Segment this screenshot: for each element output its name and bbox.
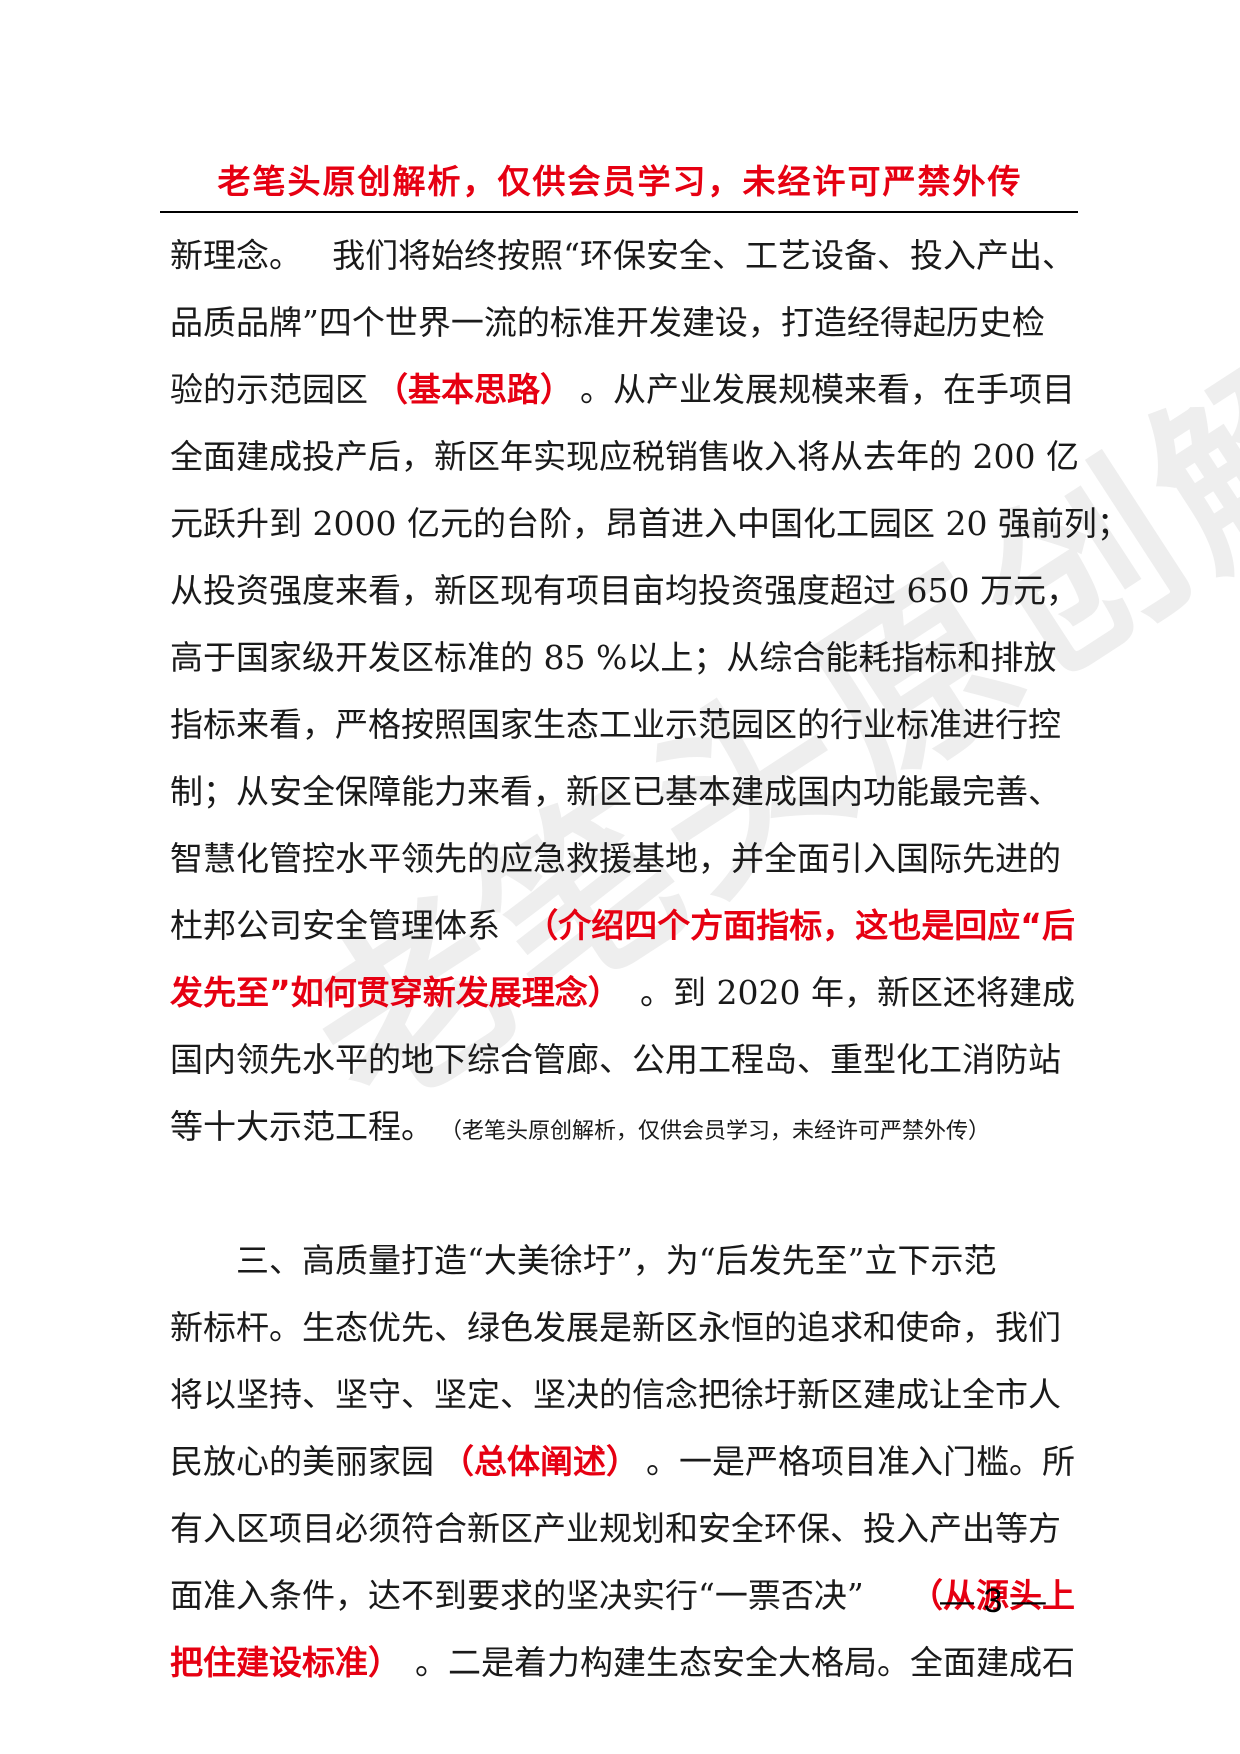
text-line: 将以坚持、坚守、坚定、坚决的信念把徐圩新区建成让全市人 [170, 1375, 1061, 1414]
text-line: 品质品牌”四个世界一流的标准开发建设，打造经得起历史检 [170, 303, 1045, 342]
text-line: 面准入条件，达不到要求的坚决实行“一票否决” （从源头上 [170, 1562, 1075, 1629]
annotation-highlight: （从源头上 [910, 1576, 1075, 1615]
text-line: 国内领先水平的地下综合管廊、公用工程岛、重型化工消防站 [170, 1040, 1061, 1079]
text-line: 发先至”如何贯穿新发展理念） 。到 2020 年，新区还将建成 [170, 959, 1075, 1026]
text-line: 杜邦公司安全管理体系 （介绍四个方面指标，这也是回应“后 [170, 892, 1075, 959]
text-line: 智慧化管控水平领先的应急救援基地，并全面引入国际先进的 [170, 839, 1061, 878]
header-divider [160, 211, 1078, 213]
annotation-highlight: （基本思路） [375, 370, 573, 409]
text-line: 全面建成投产后，新区年实现应税销售收入将从去年的 200 亿 [170, 437, 1079, 476]
text-line: 有入区项目必须符合新区产业规划和安全环保、投入产出等方 [170, 1509, 1061, 1548]
text-line: 制；从安全保障能力来看，新区已基本建成国内功能最完善、 [170, 772, 1061, 811]
annotation-highlight: 把住建设标准） [170, 1643, 401, 1682]
text-line: 新标杆。生态优先、绿色发展是新区永恒的追求和使命，我们 [170, 1308, 1061, 1347]
text-line: 把住建设标准） 。二是着力构建生态安全大格局。全面建成石 [170, 1629, 1075, 1696]
annotation-highlight: （总体阐述） [441, 1442, 639, 1481]
inline-watermark-note: （老笔头原创解析，仅供会员学习，未经许可严禁外传） [440, 1119, 991, 1144]
page-number: — 3 — [940, 1582, 1046, 1620]
text-line: 从投资强度来看，新区现有项目亩均投资强度超过 650 万元， [170, 571, 1079, 610]
annotation-highlight: （介绍四个方面指标，这也是回应“后 [525, 906, 1075, 945]
text-line: 三、高质量打造“大美徐圩”，为“后发先至”立下示范 [236, 1241, 997, 1280]
text-line: 新理念。 我们将始终按照“环保安全、工艺设备、投入产出、 [170, 236, 1075, 275]
text-line: 民放心的美丽家园 （总体阐述） 。一是严格项目准入门槛。所 [170, 1428, 1075, 1495]
text-line: 高于国家级开发区标准的 85 %以上；从综合能耗指标和排放 [170, 638, 1057, 677]
annotation-highlight: 发先至”如何贯穿新发展理念） [170, 973, 621, 1012]
document-body: 新理念。 我们将始终按照“环保安全、工艺设备、投入产出、 品质品牌”四个世界一流… [170, 222, 1130, 1696]
text-line: 等十大示范工程。 （老笔头原创解析，仅供会员学习，未经许可严禁外传） [170, 1093, 1075, 1160]
text-line: 元跃升到 2000 亿元的台阶，昂首进入中国化工园区 20 强前列； [170, 504, 1130, 543]
text-line: 指标来看，严格按照国家生态工业示范园区的行业标准进行控 [170, 705, 1061, 744]
page-header: 老笔头原创解析，仅供会员学习，未经许可严禁外传 [217, 162, 1023, 201]
text-line: 验的示范园区 （基本思路） 。从产业发展规模来看，在手项目 [170, 356, 1075, 423]
